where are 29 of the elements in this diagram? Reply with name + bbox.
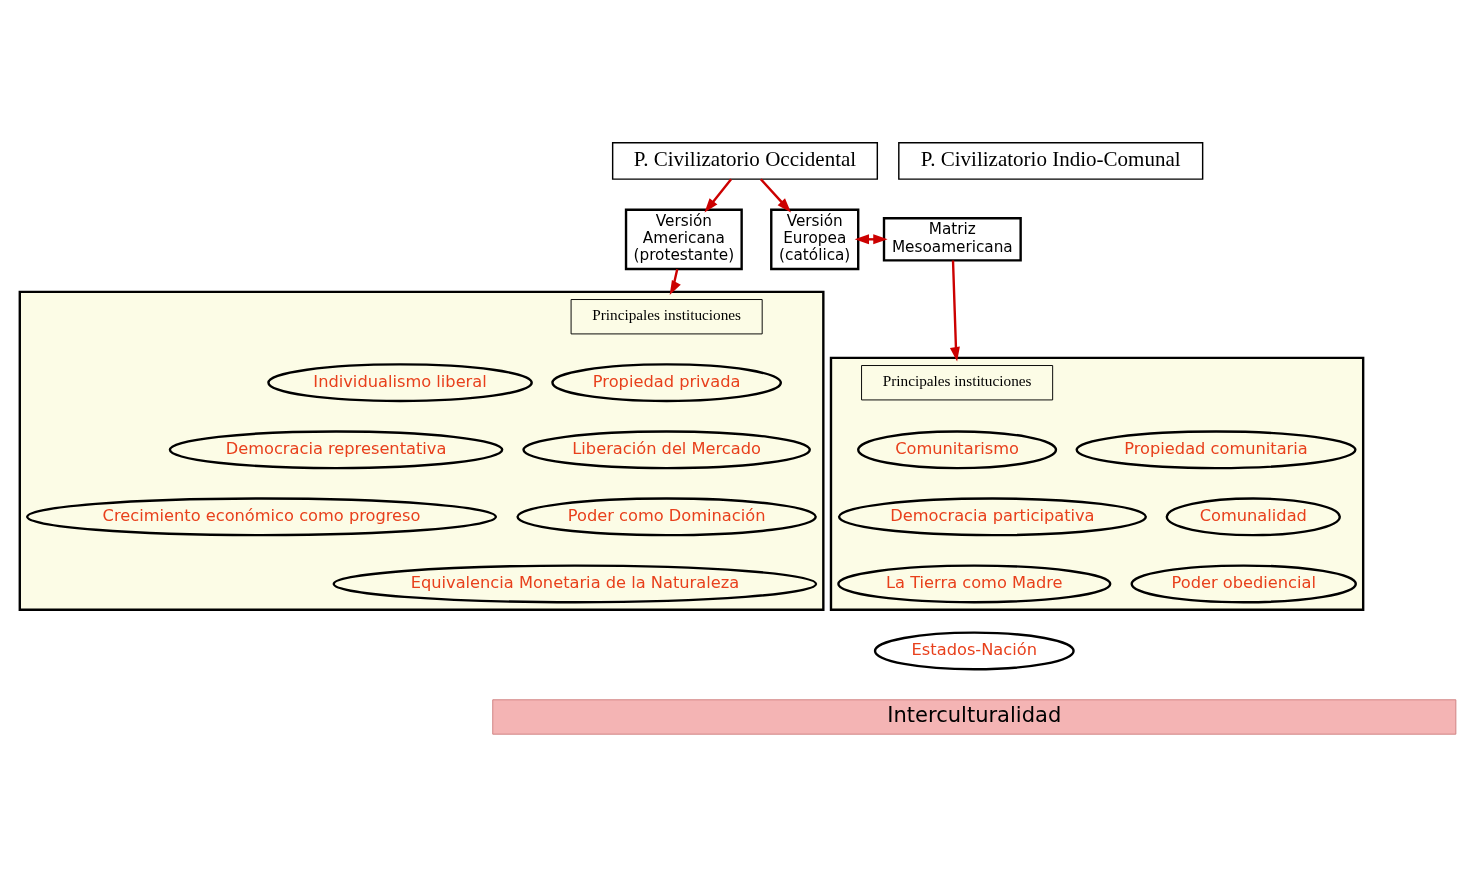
node-ellipse: Estados-Nación — [873, 631, 1075, 671]
node-ellipse: Poder obediencial — [1130, 564, 1357, 604]
node-box: Matriz Mesoamericana — [882, 217, 1022, 262]
node-box: Versión Europea (católica) — [770, 208, 860, 271]
node-box: Interculturalidad — [492, 699, 1457, 735]
node-ellipse: La Tierra como Madre — [837, 564, 1112, 604]
arrow — [669, 269, 681, 296]
node-box: Principales instituciones — [861, 365, 1054, 401]
node-ellipse: Poder como Dominación — [516, 497, 817, 537]
arrow — [704, 178, 733, 213]
node-ellipse: Propiedad comunitaria — [1075, 430, 1357, 470]
node-ellipse: Liberación del Mercado — [522, 430, 811, 470]
node-ellipse: Equivalencia Monetaria de la Naturaleza — [332, 564, 818, 604]
node-box: P. Civilizatorio Indio-Comunal — [898, 142, 1204, 180]
node-ellipse: Democracia participativa — [837, 497, 1148, 537]
node-box: Versión Americana (protestante) — [624, 208, 743, 271]
arrow — [949, 260, 960, 362]
node-ellipse: Individualismo liberal — [267, 363, 533, 403]
node-ellipse: Propiedad privada — [551, 363, 782, 403]
arrow — [854, 234, 888, 245]
node-box: P. Civilizatorio Occidental — [611, 142, 879, 180]
cluster — [829, 356, 1365, 611]
arrow — [759, 178, 792, 213]
node-ellipse: Democracia representativa — [168, 430, 504, 470]
cluster — [18, 290, 825, 611]
node-ellipse: Crecimiento económico como progreso — [26, 497, 498, 537]
node-box: Principales instituciones — [570, 299, 763, 335]
node-ellipse: Comunalidad — [1165, 497, 1341, 537]
node-ellipse: Comunitarismo — [857, 430, 1058, 470]
